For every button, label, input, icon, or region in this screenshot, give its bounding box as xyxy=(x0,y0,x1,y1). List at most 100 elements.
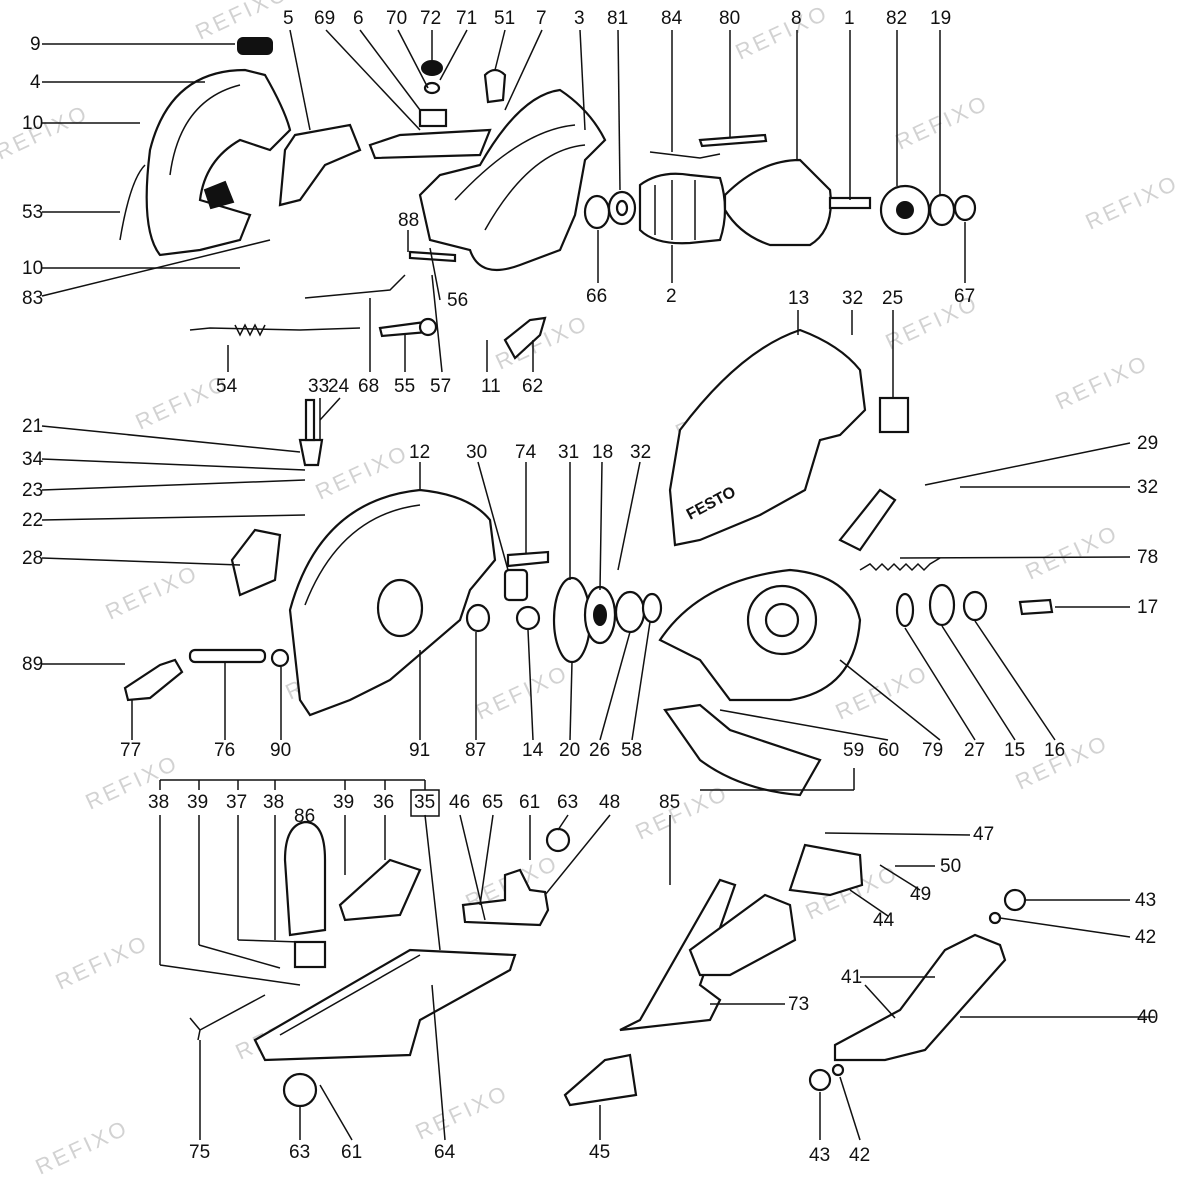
part-label: 58 xyxy=(621,740,642,761)
part-label: 56 xyxy=(447,290,468,311)
watermark: REFIXO xyxy=(412,1080,513,1145)
watermark: REFIXO xyxy=(1022,520,1123,585)
watermark: REFIXO xyxy=(1082,170,1181,235)
part-label: 22 xyxy=(22,510,43,531)
part-shapes xyxy=(119,37,1054,1108)
part-label: 20 xyxy=(559,740,580,761)
part-label: 36 xyxy=(373,792,394,813)
part-label: 54 xyxy=(216,376,238,397)
part-label: 91 xyxy=(409,740,430,761)
part-label: 72 xyxy=(420,8,441,29)
part-label: 35 xyxy=(414,792,435,813)
part-label: 14 xyxy=(522,740,544,761)
part-label: 38 xyxy=(148,792,169,813)
part-label: 33 xyxy=(308,376,329,397)
watermark: REFIXO xyxy=(732,0,833,65)
part-label: 45 xyxy=(589,1142,610,1163)
watermark: REFIXO xyxy=(472,660,573,725)
part-label: 24 xyxy=(328,376,350,397)
part-label: 32 xyxy=(842,288,863,309)
part-label: 19 xyxy=(930,8,951,29)
part-label: 18 xyxy=(592,442,613,463)
part-label: 17 xyxy=(1137,597,1158,618)
part-label: 61 xyxy=(519,792,540,813)
part-label: 47 xyxy=(973,824,994,845)
part-label: 59 xyxy=(843,740,864,761)
part-number-labels: 9 4 10 53 10 83 5 69 6 70 72 71 51 7 3 8… xyxy=(22,8,1158,1166)
part-label: 39 xyxy=(187,792,208,813)
part-label: 75 xyxy=(189,1142,210,1163)
part-label: 63 xyxy=(289,1142,310,1163)
part-label: 25 xyxy=(882,288,903,309)
part-label: 57 xyxy=(430,376,451,397)
part-label: 55 xyxy=(394,376,415,397)
part-label: 84 xyxy=(661,8,683,29)
part-label: 34 xyxy=(22,449,44,470)
part-label: 27 xyxy=(964,740,985,761)
watermark: REFIXO xyxy=(52,930,153,995)
part-label: 26 xyxy=(589,740,610,761)
part-label: 15 xyxy=(1004,740,1025,761)
part-label: 28 xyxy=(22,548,43,569)
part-label: 13 xyxy=(788,288,809,309)
part-label: 10 xyxy=(22,113,43,134)
leader-lines xyxy=(41,29,1155,1141)
part-label: 62 xyxy=(522,376,543,397)
part-label: 65 xyxy=(482,792,503,813)
part-label: 21 xyxy=(22,416,43,437)
handle-housing xyxy=(145,68,292,257)
part-label: 1 xyxy=(844,8,855,29)
part-label: 42 xyxy=(849,1145,870,1166)
part-label: 43 xyxy=(809,1145,830,1166)
part-label: 40 xyxy=(1137,1007,1158,1028)
part-label: 32 xyxy=(630,442,651,463)
part-label: 8 xyxy=(791,8,802,29)
part-label: 86 xyxy=(294,806,315,827)
part-label: 83 xyxy=(22,288,43,309)
part-label: 66 xyxy=(586,286,607,307)
part-label: 46 xyxy=(449,792,470,813)
part-label: 5 xyxy=(283,8,294,29)
part-label: 2 xyxy=(666,286,677,307)
part-label: 29 xyxy=(1137,433,1158,454)
part-label: 11 xyxy=(481,376,501,397)
watermark: REFIXO xyxy=(832,660,933,725)
part-label: 73 xyxy=(788,994,809,1015)
part-label: 81 xyxy=(607,8,628,29)
part-label: 39 xyxy=(333,792,354,813)
watermark: REFIXO xyxy=(102,560,203,625)
watermark: REFIXO xyxy=(892,90,993,155)
part-label: 50 xyxy=(940,856,961,877)
part-label: 48 xyxy=(599,792,620,813)
part-label: 78 xyxy=(1137,547,1158,568)
part-label: 79 xyxy=(922,740,943,761)
part-label: 9 xyxy=(30,34,41,55)
part-label: 53 xyxy=(22,202,43,223)
part-label: 10 xyxy=(22,258,43,279)
part-label: 74 xyxy=(515,442,537,463)
watermark: REFIXO xyxy=(0,100,93,165)
part-label: 42 xyxy=(1135,927,1156,948)
part-label: 87 xyxy=(465,740,486,761)
part-label: 82 xyxy=(886,8,907,29)
label-35-box xyxy=(410,789,440,817)
watermark: REFIXO xyxy=(1052,350,1153,415)
part-label: 41 xyxy=(841,967,862,988)
part-label: 44 xyxy=(873,910,895,931)
part-label: 31 xyxy=(558,442,579,463)
part-label: 89 xyxy=(22,654,43,675)
part-label: 63 xyxy=(557,792,578,813)
part-label: 69 xyxy=(314,8,335,29)
part-label: 43 xyxy=(1135,890,1156,911)
part-label: 37 xyxy=(226,792,247,813)
part-label: 4 xyxy=(30,72,41,93)
part-label: 12 xyxy=(409,442,430,463)
part-label: 23 xyxy=(22,480,43,501)
plate-70 xyxy=(418,108,448,128)
part-label: 49 xyxy=(910,884,931,905)
watermark: REFIXO xyxy=(32,1115,133,1180)
part-label: 70 xyxy=(386,8,407,29)
part-label: 77 xyxy=(120,740,141,761)
